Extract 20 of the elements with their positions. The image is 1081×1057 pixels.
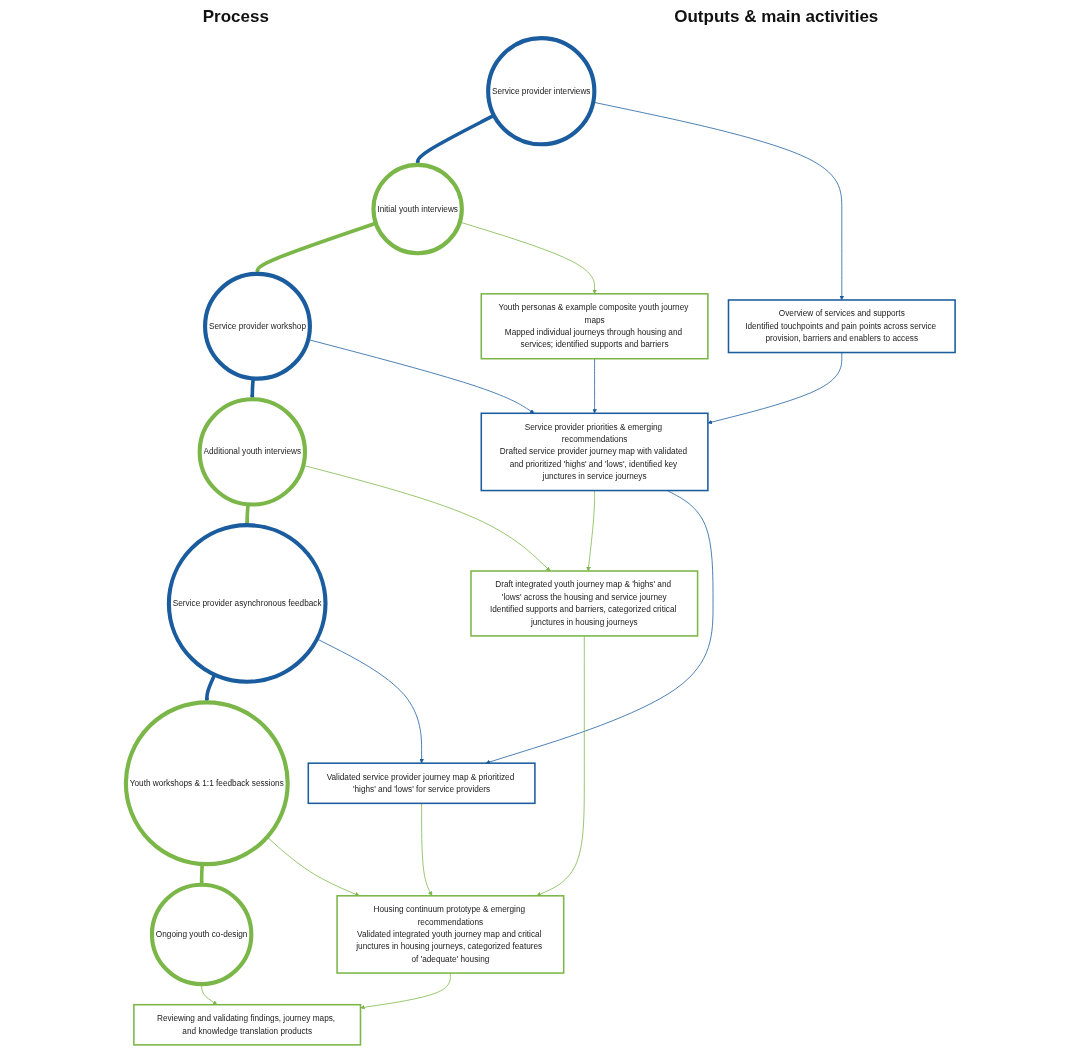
node-circle: Service provider asynchronous feedback [166, 523, 328, 684]
arrow [199, 863, 205, 885]
node-circle: Service provider workshop [203, 271, 312, 381]
node-box: Service provider priorities & emerging recommendations Drafted service provider journey map with validated and prioritized 'highs' and 'lows', identified key junctures in service journeys [480, 412, 709, 492]
arrow [415, 113, 495, 166]
node-circle: Initial youth interviews [371, 162, 464, 256]
node-circle: Youth workshops & 1:1 feedback sessions [123, 700, 290, 867]
node-circle: Additional youth interviews [197, 397, 308, 507]
column-heading: Outputs & main activities [674, 7, 879, 27]
node-circle: Service provider interviews [486, 36, 597, 147]
arrow [250, 378, 255, 400]
node-circle: Ongoing youth co-design [149, 882, 254, 987]
column-heading: Process [202, 7, 269, 27]
node-box: Validated service provider journey map & prioritized 'highs' and 'lows' for service providers [307, 762, 536, 805]
node-box: Reviewing and validating findings, journey maps, and knowledge translation products [133, 1003, 362, 1046]
node-box: Overview of services and supports Identified touchpoints and pain points across service provision, barriers and enablers to access [727, 299, 956, 354]
node-box: Draft integrated youth journey map & 'highs' and 'lows' across the housing and service journey Identified supports and barriers, categorized critical junctures in housing journeys [470, 570, 699, 637]
arrow [204, 673, 217, 703]
node-box: Youth personas & example composite youth journey maps Mapped individual journeys through housing and services; identified supports and barriers [480, 293, 709, 360]
node-box: Housing continuum prototype & emerging recommendations Validated integrated youth journey map and critical junctures in housing journeys, categorized features of 'adequate' housing [336, 895, 565, 974]
